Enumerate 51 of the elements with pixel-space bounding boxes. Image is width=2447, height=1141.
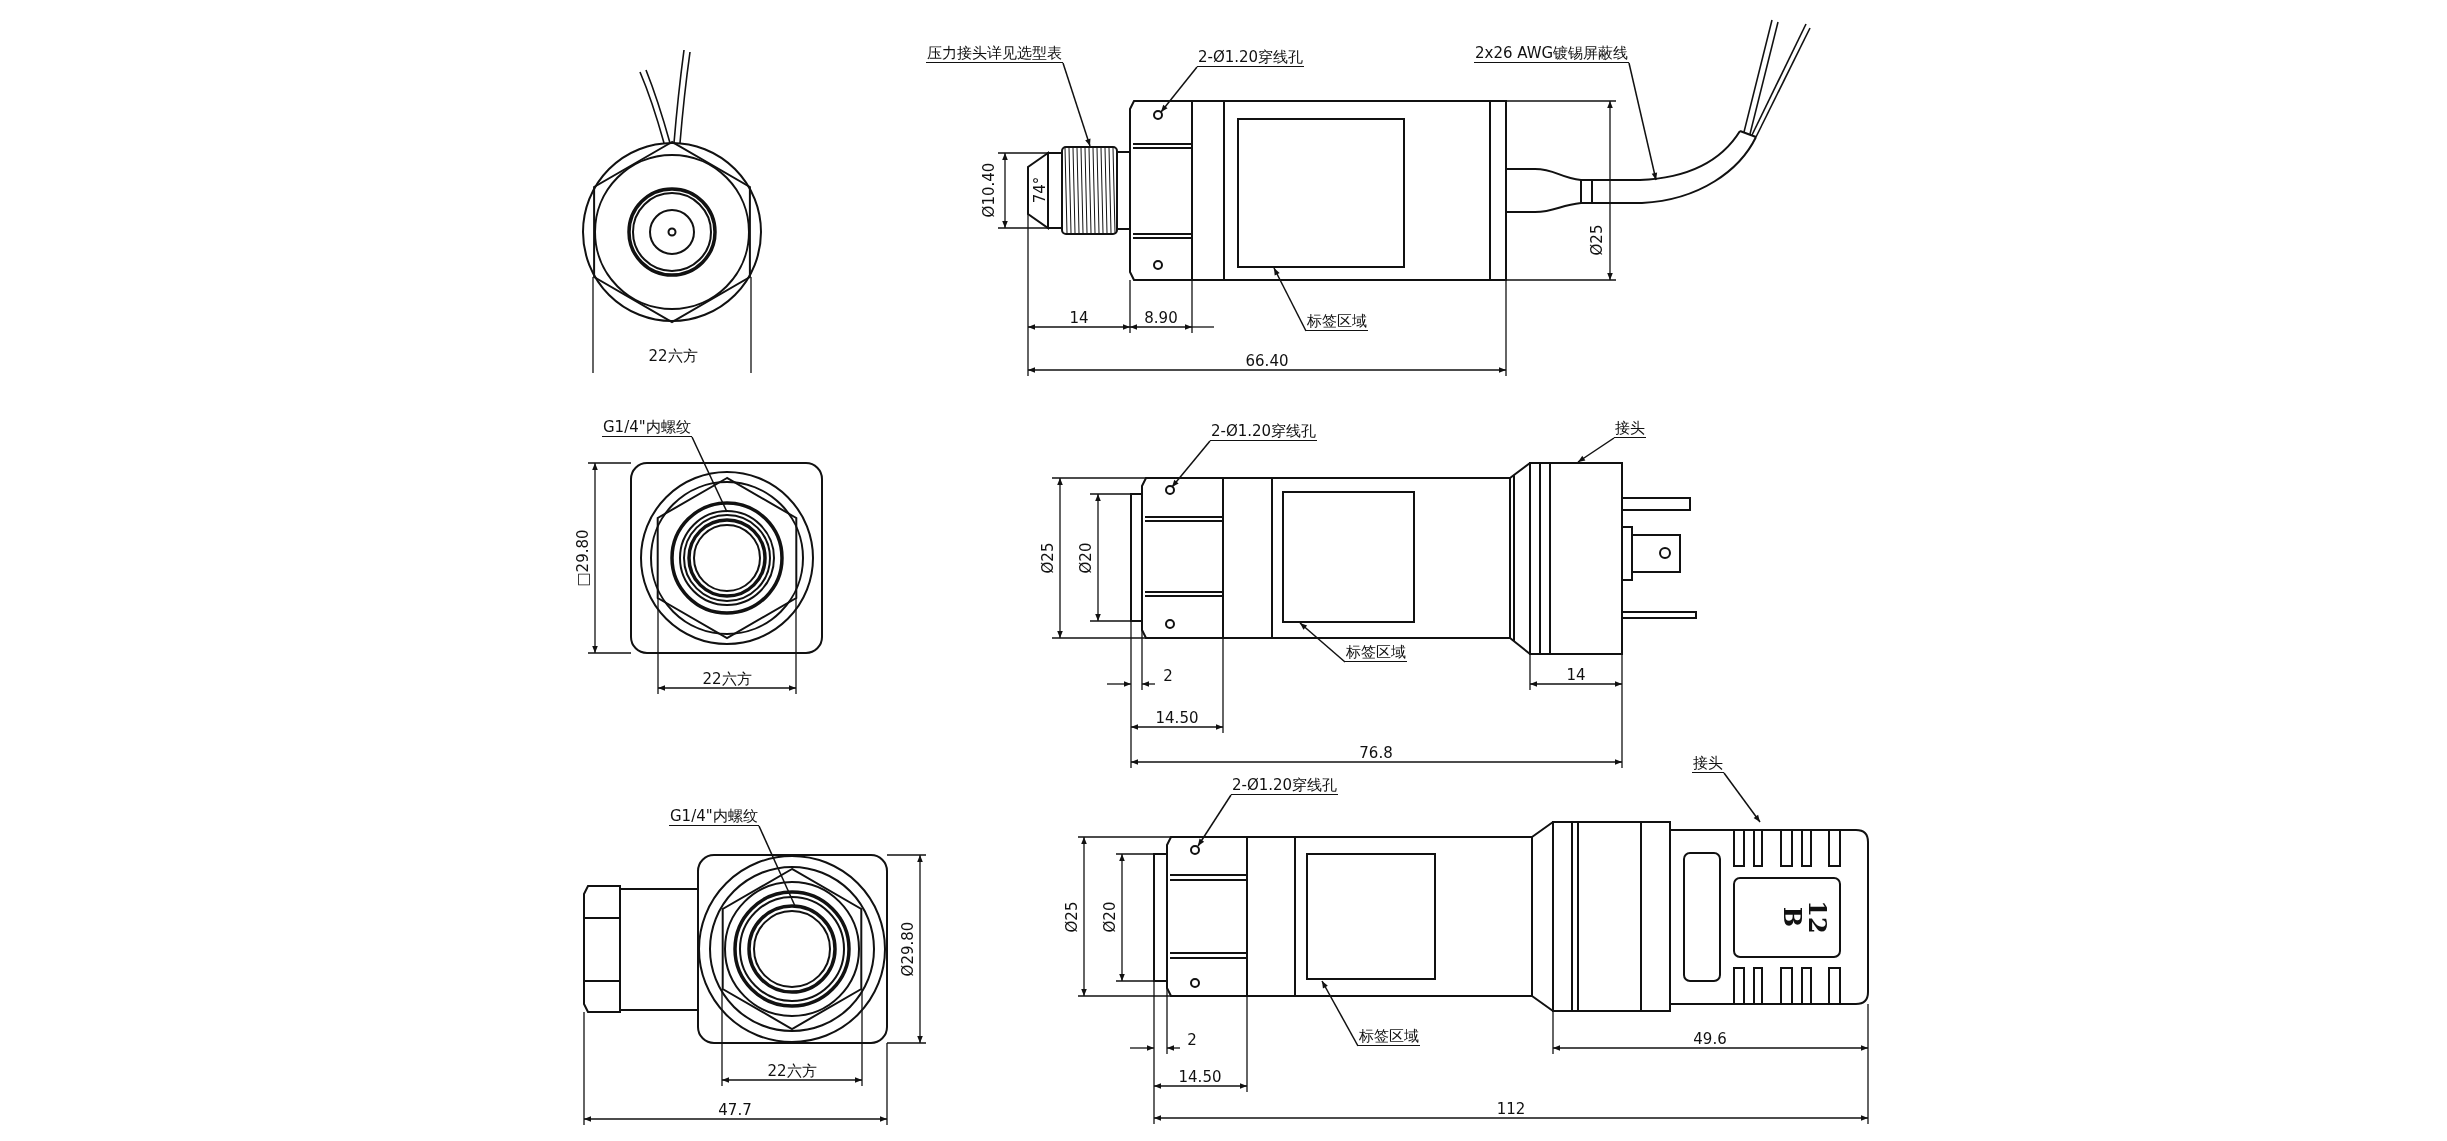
dimension-label: Ø10.40 xyxy=(980,162,998,218)
dimension-label: 14 xyxy=(1566,666,1586,684)
callout-label: G1/4"内螺纹 xyxy=(669,807,759,826)
dimension-label: Ø25 xyxy=(1039,542,1057,574)
dimension-label: Ø20 xyxy=(1077,542,1095,574)
callout-label: 2-Ø1.20穿线孔 xyxy=(1197,48,1305,67)
dimension-label: □29.80 xyxy=(574,529,592,587)
dimension-label: 66.40 xyxy=(1245,352,1289,370)
connector-marking: B xyxy=(1779,906,1805,928)
leader-line xyxy=(1273,267,1307,332)
dimension-label: 47.7 xyxy=(718,1101,752,1119)
callout-label: 标签区域 xyxy=(1306,312,1368,331)
leader-line xyxy=(1628,62,1658,181)
callout-label: 2-Ø1.20穿线孔 xyxy=(1231,776,1339,795)
angle-label: 74° xyxy=(1031,176,1049,204)
callout-label: 压力接头详见选型表 xyxy=(926,44,1063,63)
leader-line xyxy=(1160,66,1198,113)
callout-label: 2x26 AWG镀锡屏蔽线 xyxy=(1474,44,1630,63)
dimension-label: Ø29.80 xyxy=(899,921,917,977)
dimension-label: 2 xyxy=(1187,1031,1197,1049)
dimension-label: 22六方 xyxy=(702,670,752,688)
leader-line xyxy=(1197,794,1232,847)
leader-line xyxy=(1062,62,1091,147)
dimension-label: 49.6 xyxy=(1693,1030,1727,1048)
callout-label: 标签区域 xyxy=(1345,643,1407,662)
leader-line xyxy=(1171,440,1211,488)
leader-line xyxy=(758,825,796,907)
leader-line xyxy=(1299,622,1346,663)
callout-label: 标签区域 xyxy=(1358,1027,1420,1046)
dimension-label: 8.90 xyxy=(1144,309,1178,327)
callout-label: 接头 xyxy=(1692,754,1724,773)
leader-line xyxy=(1577,437,1615,463)
dimension-label: Ø25 xyxy=(1588,224,1606,256)
dimension-label: Ø25 xyxy=(1063,901,1081,933)
leader-line xyxy=(1723,772,1761,823)
callout-label: G1/4"内螺纹 xyxy=(602,418,692,437)
leader-line xyxy=(1321,980,1359,1047)
connector-marking: 12 xyxy=(1804,900,1830,934)
dimension-label: 14.50 xyxy=(1155,709,1199,727)
callout-label: 2-Ø1.20穿线孔 xyxy=(1210,422,1318,441)
dimension-label: 14 xyxy=(1069,309,1089,327)
dimension-label: 22六方 xyxy=(648,347,698,365)
connector-drawing xyxy=(1529,462,1697,655)
dimension-label: 112 xyxy=(1496,1100,1526,1118)
dimension-label: 2 xyxy=(1163,667,1173,685)
dimension-label: 22六方 xyxy=(767,1062,817,1080)
dimension-label: 76.8 xyxy=(1359,744,1393,762)
callout-label: 接头 xyxy=(1614,419,1646,438)
dimension-label: 14.50 xyxy=(1178,1068,1222,1086)
dimension-label: Ø20 xyxy=(1101,901,1119,933)
connector-drawing xyxy=(1669,829,1869,1005)
